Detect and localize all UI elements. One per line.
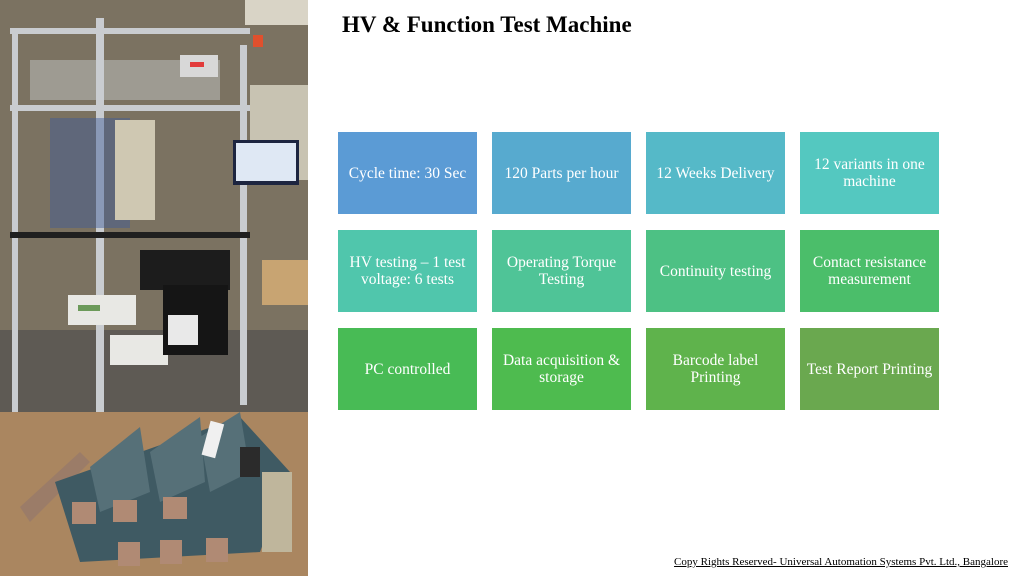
machine-photo bbox=[0, 0, 308, 412]
feature-contact-resistance: Contact resistance measurement bbox=[800, 230, 939, 312]
switch-disconnector-illustration bbox=[0, 412, 308, 576]
feature-hv-testing: HV testing – 1 test voltage: 6 tests bbox=[338, 230, 477, 312]
feature-grid: Cycle time: 30 Sec 120 Parts per hour 12… bbox=[338, 132, 939, 410]
feature-pc-controlled: PC controlled bbox=[338, 328, 477, 410]
feature-variants: 12 variants in one machine bbox=[800, 132, 939, 214]
feature-test-report-printing: Test Report Printing bbox=[800, 328, 939, 410]
feature-delivery: 12 Weeks Delivery bbox=[646, 132, 785, 214]
slide-title: HV & Function Test Machine bbox=[342, 12, 632, 37]
machine-illustration bbox=[0, 0, 308, 412]
feature-torque-testing: Operating Torque Testing bbox=[492, 230, 631, 312]
feature-cycle-time: Cycle time: 30 Sec bbox=[338, 132, 477, 214]
feature-continuity-testing: Continuity testing bbox=[646, 230, 785, 312]
product-photo bbox=[0, 412, 308, 576]
feature-parts-per-hour: 120 Parts per hour bbox=[492, 132, 631, 214]
copyright-footer: Copy Rights Reserved- Universal Automati… bbox=[674, 556, 1008, 568]
feature-data-acquisition: Data acquisition & storage bbox=[492, 328, 631, 410]
feature-barcode-printing: Barcode label Printing bbox=[646, 328, 785, 410]
